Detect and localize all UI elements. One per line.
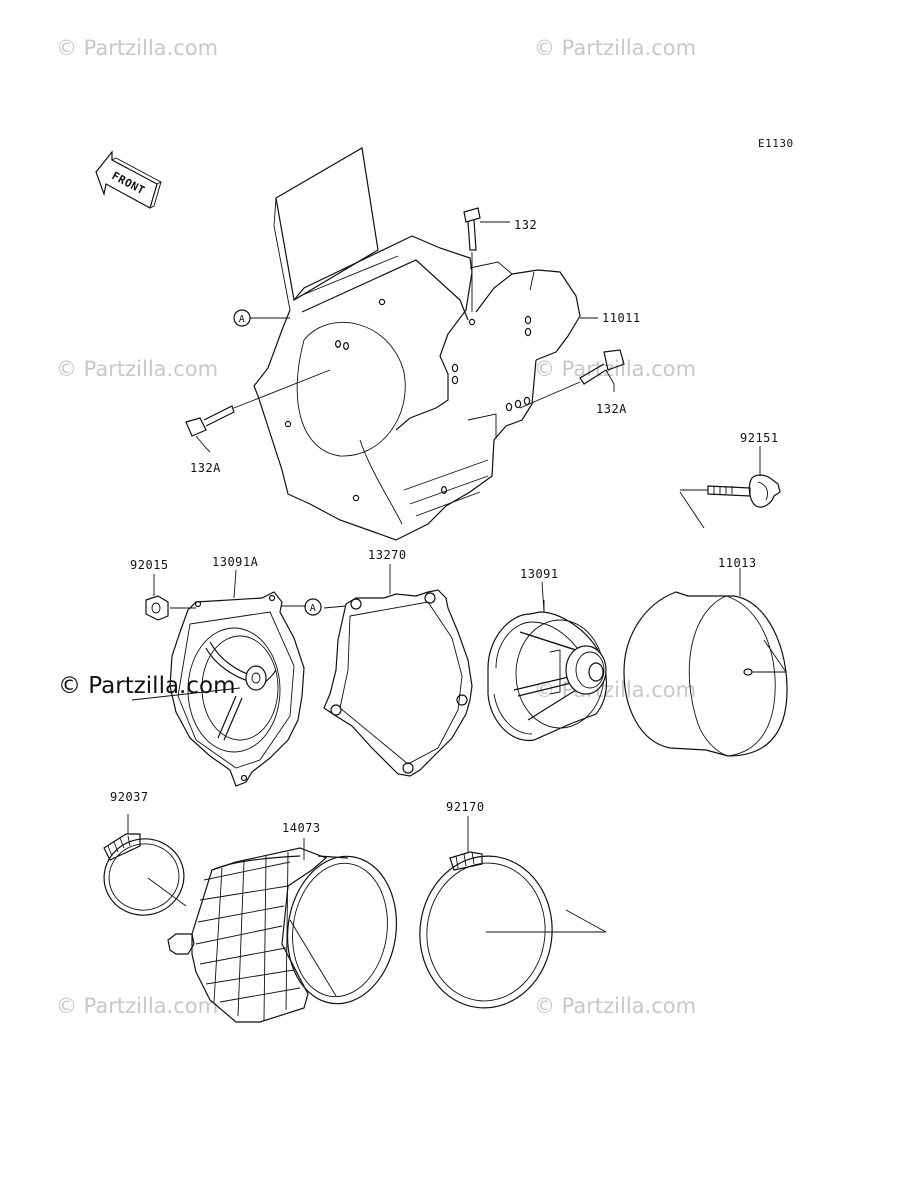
callout-132: 132 (514, 218, 537, 232)
callout-92037: 92037 (110, 790, 149, 804)
clamp-92037 (103, 814, 187, 916)
svg-text:A: A (239, 314, 246, 325)
callout-14073: 14073 (282, 821, 321, 835)
callout-92015: 92015 (130, 558, 169, 572)
watermark: © Partzilla.com (534, 36, 697, 60)
callout-132a-left: 132A (190, 461, 221, 475)
watermark-dark: © Partzilla.com (58, 673, 236, 699)
filter-holder-13091a (131, 591, 306, 787)
inlet-duct-14073 (167, 838, 398, 1023)
air-cleaner-case (253, 147, 581, 541)
front-arrow-icon: FRONT (95, 150, 162, 209)
callout-11013: 11013 (718, 556, 757, 570)
watermark: © Partzilla.com (534, 678, 697, 702)
front-arrow-label: FRONT (110, 169, 148, 197)
reference-marker-a-lower: A (304, 598, 322, 616)
callout-92151: 92151 (740, 431, 779, 445)
watermark: © Partzilla.com (534, 357, 697, 381)
diagram-code: E1130 (758, 137, 794, 150)
clamp-92170 (419, 842, 607, 1009)
wing-bolt-92151 (679, 474, 781, 529)
bolt-132 (463, 207, 510, 312)
gasket-13270 (323, 589, 473, 777)
watermark: © Partzilla.com (56, 994, 219, 1018)
callout-13091a: 13091A (212, 555, 259, 569)
callout-132a-right: 132A (596, 402, 627, 416)
nut-92015 (145, 595, 196, 621)
callout-13270: 13270 (368, 548, 407, 562)
watermark: © Partzilla.com (534, 994, 697, 1018)
filter-cover-11013 (623, 568, 788, 757)
svg-text:A: A (310, 603, 317, 614)
filter-element-13091 (487, 600, 607, 742)
bolt-132a-right (519, 349, 625, 409)
reference-marker-a-upper: A (233, 309, 290, 327)
watermark: © Partzilla.com (56, 357, 219, 381)
callout-92170: 92170 (446, 800, 485, 814)
bolt-132a-left (185, 369, 331, 453)
callout-13091: 13091 (520, 567, 559, 581)
callout-11011: 11011 (602, 311, 641, 325)
watermark: © Partzilla.com (56, 36, 219, 60)
